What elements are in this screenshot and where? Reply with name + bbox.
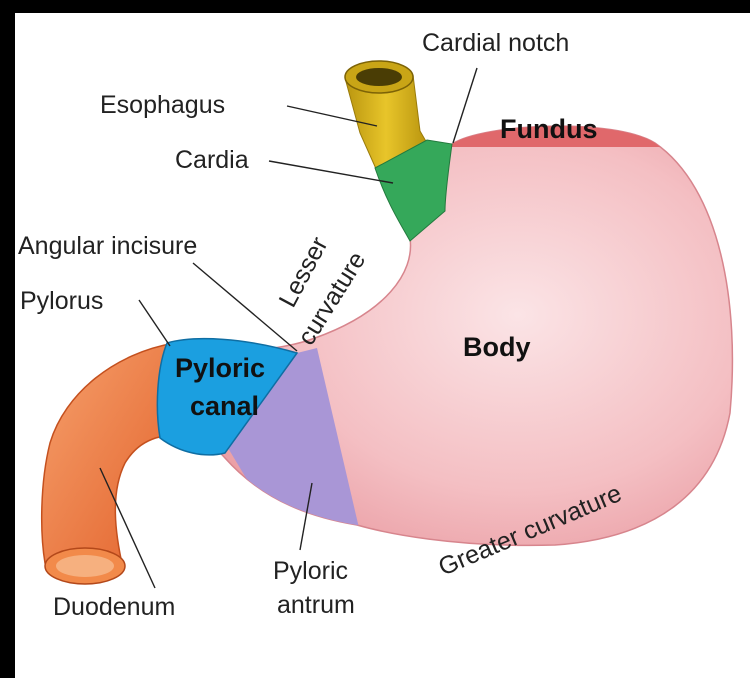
leader-angular-incisure — [193, 263, 297, 351]
label-pyloric-antrum-line2: antrum — [277, 591, 355, 619]
label-esophagus: Esophagus — [100, 91, 225, 119]
duodenum-region — [42, 343, 177, 584]
label-angular-incisure: Angular incisure — [18, 232, 197, 260]
leader-pylorus — [139, 300, 170, 346]
label-fundus: Fundus — [500, 114, 597, 144]
label-cardial-notch: Cardial notch — [422, 29, 569, 57]
stomach-diagram: Cardial notch Esophagus Fundus Cardia An… — [15, 13, 750, 678]
label-body: Body — [463, 332, 531, 362]
label-pyloric-canal-line2: canal — [190, 391, 259, 421]
diagram-frame: Cardial notch Esophagus Fundus Cardia An… — [15, 13, 750, 678]
label-cardia: Cardia — [175, 146, 249, 174]
label-pyloric-antrum-line1: Pyloric — [273, 557, 348, 585]
label-duodenum: Duodenum — [53, 593, 175, 621]
label-pylorus: Pylorus — [20, 287, 103, 315]
leader-cardial-notch — [453, 68, 477, 143]
label-pyloric-canal-line1: Pyloric — [175, 353, 265, 383]
